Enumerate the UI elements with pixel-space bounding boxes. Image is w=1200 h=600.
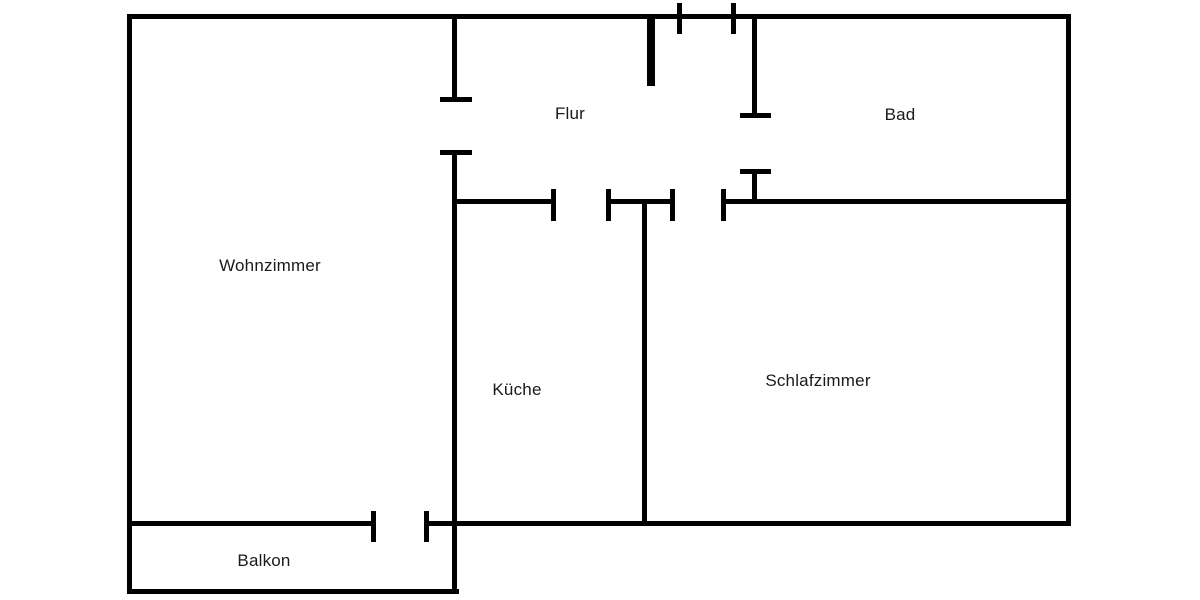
bad-divider-lower bbox=[752, 172, 757, 203]
schlafzimmer-door-tick-right bbox=[721, 189, 726, 221]
room-label-kueche: Küche bbox=[492, 380, 542, 399]
flur-kueche-wall bbox=[455, 199, 555, 204]
kueche-door-tick-right bbox=[606, 189, 611, 221]
balkon-door-tick-right bbox=[424, 511, 429, 542]
outer-left-wall bbox=[127, 14, 132, 593]
wohnzimmer-divider-upper bbox=[452, 14, 457, 100]
bad-schlafzimmer-wall bbox=[723, 199, 1071, 204]
flur-middle-wall bbox=[608, 199, 674, 204]
room-label-wohnzimmer: Wohnzimmer bbox=[219, 256, 321, 275]
bad-door-cap-top bbox=[740, 113, 771, 118]
bad-door-cap-bottom bbox=[740, 169, 771, 174]
balkon-bottom-wall bbox=[127, 589, 459, 594]
kueche-door-tick-left bbox=[551, 189, 556, 221]
entrance-door-tick-right bbox=[731, 3, 736, 34]
wohnzimmer-balkon-wall bbox=[127, 521, 376, 526]
bad-divider-upper bbox=[752, 14, 757, 115]
wohnzimmer-divider-lower bbox=[452, 152, 457, 593]
room-label-balkon: Balkon bbox=[237, 551, 291, 570]
balkon-door-tick-left bbox=[371, 511, 376, 542]
room-label-flur: Flur bbox=[554, 104, 586, 123]
entrance-wall-stub bbox=[647, 14, 655, 86]
room-label-bad: Bad bbox=[884, 105, 916, 124]
schlafzimmer-door-tick-left bbox=[670, 189, 675, 221]
outer-right-wall bbox=[1066, 14, 1071, 526]
room-label-schlafzimmer: Schlafzimmer bbox=[765, 371, 871, 390]
entrance-door-tick-left bbox=[677, 3, 682, 34]
south-main-wall bbox=[427, 521, 1071, 526]
wohnzimmer-door-cap-top bbox=[440, 97, 472, 102]
outer-top-wall bbox=[127, 14, 1071, 19]
kueche-schlafzimmer-divider bbox=[642, 202, 647, 526]
